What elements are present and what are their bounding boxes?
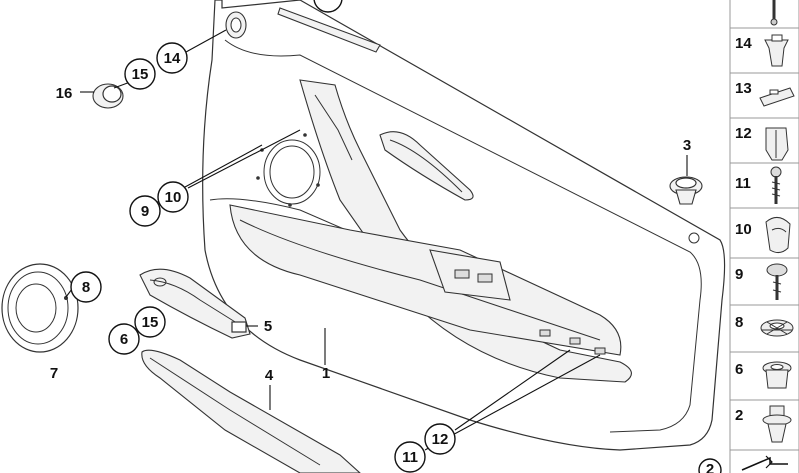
window-switch-block <box>429 249 606 355</box>
callout-15-mid-label: 15 <box>142 314 159 331</box>
callout-5: 5 <box>264 318 272 335</box>
callout-3-label: 3 <box>683 137 691 154</box>
callout-14: 14 <box>156 42 188 74</box>
callout-1: 1 <box>322 365 330 382</box>
callout-9-label: 9 <box>141 203 149 220</box>
push-clip-icon <box>764 34 789 67</box>
flange-screw-icon <box>766 263 788 300</box>
callout-15-top-label: 15 <box>132 66 149 83</box>
screw-icon <box>770 0 778 26</box>
clip-bracket-icon <box>759 87 795 107</box>
sidebar-item-10-label: 10 <box>735 221 752 238</box>
callout-10: 10 <box>157 181 189 213</box>
callout-15-mid: 15 <box>134 306 166 338</box>
callout-16: 16 <box>56 85 73 102</box>
sidebar-item-13-label: 13 <box>735 80 752 97</box>
callout-top-partial <box>313 0 343 13</box>
parts-index-sidebar: 14 13 12 11 10 <box>729 0 799 473</box>
plug-clip-icon <box>762 405 792 443</box>
callout-16-label: 16 <box>56 85 73 102</box>
handle-bracket-part <box>139 268 251 339</box>
callout-2-label: 2 <box>706 461 714 473</box>
callout-2: 2 <box>698 458 722 473</box>
callout-12-label: 12 <box>432 431 449 448</box>
grommet-part <box>669 176 703 205</box>
screw-icon <box>770 166 782 204</box>
arrow-symbol-icon <box>741 455 788 471</box>
callout-12: 12 <box>424 423 456 455</box>
callout-6: 6 <box>108 323 140 355</box>
callout-10-label: 10 <box>165 189 182 206</box>
sidebar-item-9-label: 9 <box>735 266 743 283</box>
sidebar-item-11-label: 11 <box>735 175 751 192</box>
expanding-nut-icon <box>765 127 789 161</box>
callout-9: 9 <box>129 195 161 227</box>
callout-6-label: 6 <box>120 331 128 348</box>
sidebar-item-2-label: 2 <box>735 407 743 424</box>
speaker-cover-part <box>1 263 79 353</box>
callout-11-label: 11 <box>402 449 418 466</box>
lower-trim-strip <box>141 349 361 473</box>
callout-15-top: 15 <box>124 58 156 90</box>
callout-14-label: 14 <box>164 50 181 67</box>
callout-8: 8 <box>70 271 102 303</box>
door-trim-panel <box>202 0 726 451</box>
round-clip-icon <box>760 319 794 337</box>
callout-1-label: 1 <box>322 365 330 382</box>
clip-icon <box>765 217 791 254</box>
callout-3: 3 <box>683 137 691 154</box>
callout-5-label: 5 <box>264 318 272 335</box>
callout-7: 7 <box>50 365 58 382</box>
callout-8-label: 8 <box>82 279 90 296</box>
callout-4-label: 4 <box>265 367 274 384</box>
sidebar-item-6-label: 6 <box>735 361 743 378</box>
callout-7-label: 7 <box>50 365 58 382</box>
grommet-icon <box>762 361 792 389</box>
sidebar-item-14-label: 14 <box>735 35 752 52</box>
round-cap-part <box>92 83 124 109</box>
sidebar-item-8-label: 8 <box>735 314 743 331</box>
sidebar-item-12-label: 12 <box>735 125 752 142</box>
callout-4: 4 <box>265 367 274 384</box>
callout-11: 11 <box>394 441 426 473</box>
